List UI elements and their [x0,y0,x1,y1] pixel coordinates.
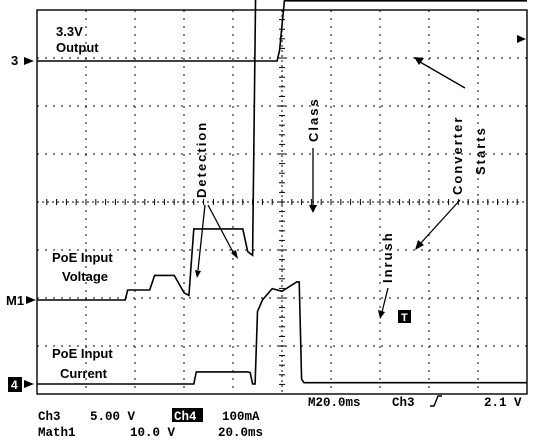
detection-annotation: Detection [194,121,209,198]
converter-arrow-upper [419,61,466,89]
trigger-position-box [398,310,411,323]
ch3-scale: 5.00 V [90,410,136,424]
ch3-label: Ch3 [38,410,61,424]
ch4-label-box [172,408,203,422]
voltage-label-line1: PoE Input [52,250,113,265]
math1-scale: 10.0 V [130,426,176,440]
converter-arrowhead-lower-icon [415,240,424,250]
math1-marker: M1 [6,293,24,308]
ch4-scale: 100mA [222,410,260,424]
math1-marker-arrow-icon [26,296,36,304]
output-label-line1: 3.3V [56,24,83,39]
inrush-arrowhead-icon [378,310,385,319]
ch4-marker-box [8,377,22,392]
converter-annotation: Converter [450,116,465,195]
detection-arrow-right [207,204,235,255]
trigger-position-icon: T [401,312,408,324]
converter-arrowhead-upper-icon [414,57,424,65]
center-axis-ticks [36,9,528,395]
converter-arrow-lower [419,199,461,245]
annotation-arrows [195,57,466,319]
graticule [36,9,528,395]
ch4-marker: 4 [11,378,18,392]
trigger-source: Ch3 [392,396,415,410]
class-arrowhead-icon [309,205,317,213]
trace-ch4 [37,281,527,385]
output-label-line2: Output [56,40,99,55]
current-label-line1: PoE Input [52,346,113,361]
detection-arrow-left [197,204,206,271]
math1-label: Math1 [38,426,76,440]
ch4-marker-arrow-icon [24,380,34,388]
detection-arrowhead-left-icon [195,270,201,278]
trigger-level-arrow-icon [517,35,526,43]
ch3-marker-arrow-icon [24,57,34,65]
math1-time: 20.0ms [218,426,263,440]
inrush-arrow [381,287,389,313]
trigger-level: 2.1 V [484,396,522,410]
horizontal-gridlines [37,57,527,347]
trace-ch3 [37,0,527,62]
voltage-label-line2: Voltage [62,269,108,284]
trace-math1 [37,0,257,301]
ch4-label: Ch4 [174,410,197,424]
detection-arrowhead-right-icon [231,250,238,259]
traces [37,0,527,385]
starts-annotation: Starts [473,126,488,175]
inrush-annotation: Inrush [380,231,395,283]
rising-edge-icon [430,395,442,407]
class-annotation: Class [306,97,321,142]
current-label-line2: Current [60,366,108,381]
timebase-readout: M20.0ms [308,396,361,410]
ch3-marker: 3 [11,53,18,68]
